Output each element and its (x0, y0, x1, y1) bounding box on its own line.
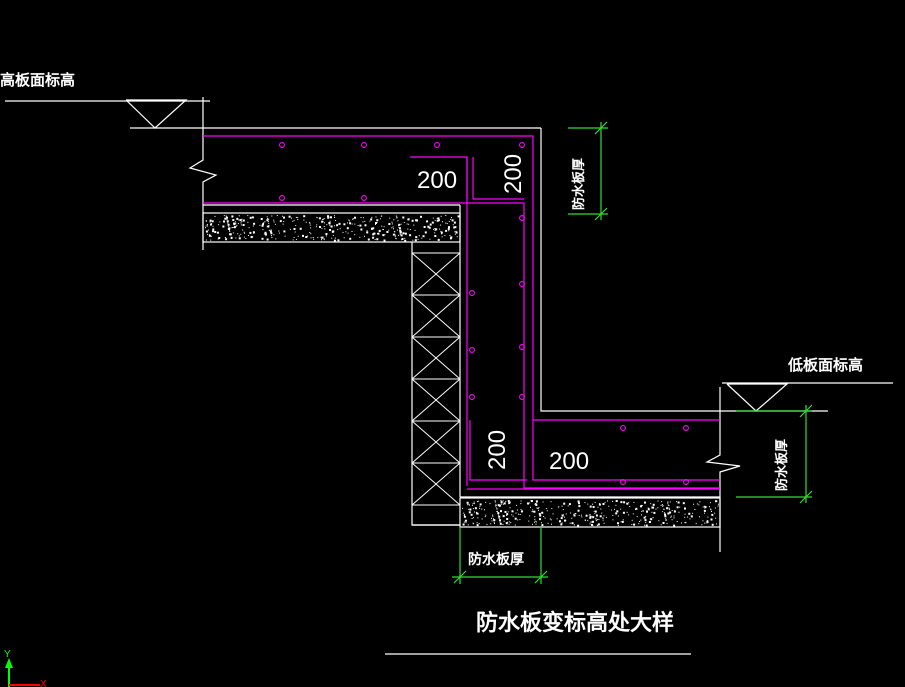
ucs-x-label: X (40, 679, 47, 687)
high-level-label: 高板面标高 (0, 71, 75, 89)
rebar-section-dot (519, 142, 525, 148)
brick-wall-hatch (411, 252, 461, 506)
bedding-hatch (205, 215, 719, 527)
rebar-section-dot (469, 394, 475, 400)
ucs-axis-icon: Y X (4, 649, 47, 687)
rebar-section-dot (279, 142, 285, 148)
rebar-section-dot (519, 394, 525, 400)
drawing-title: 防水板变标高处大样 (476, 610, 674, 636)
ucs-y-label: Y (4, 649, 11, 660)
dim-top-vertical: 200 (500, 154, 527, 194)
dim-bottom-vertical: 200 (484, 430, 511, 470)
rebar-section-dot (620, 425, 626, 431)
rebar-section-dot (683, 479, 689, 485)
low-level-symbol (726, 383, 789, 412)
rebar-section-dot (434, 142, 440, 148)
rebar-lines (203, 135, 720, 490)
dim-bottom-horizontal: 200 (549, 448, 589, 475)
rebar-section-dot (361, 195, 367, 201)
rebar-section-dot (361, 142, 367, 148)
low-level-label: 低板面标高 (787, 356, 863, 374)
rebar-section-dot (279, 195, 285, 201)
rebar-dots (279, 142, 689, 485)
rebar-section-dot (519, 281, 525, 287)
thickness-label-bottom: 防水板厚 (468, 551, 524, 568)
rebar-section-dot (683, 425, 689, 431)
thickness-label-right: 防水板厚 (774, 439, 790, 491)
dim-top-horizontal: 200 (417, 167, 457, 194)
high-level-symbol (125, 99, 188, 129)
dimension-lines (452, 121, 813, 584)
rebar-section-dot (519, 344, 525, 350)
concrete-outline (5, 97, 893, 552)
thickness-label-top: 防水板厚 (571, 158, 587, 210)
rebar-section-dot (469, 347, 475, 353)
rebar-section-dot (620, 479, 626, 485)
rebar-section-dot (469, 290, 475, 296)
rebar-section-dot (519, 215, 525, 221)
